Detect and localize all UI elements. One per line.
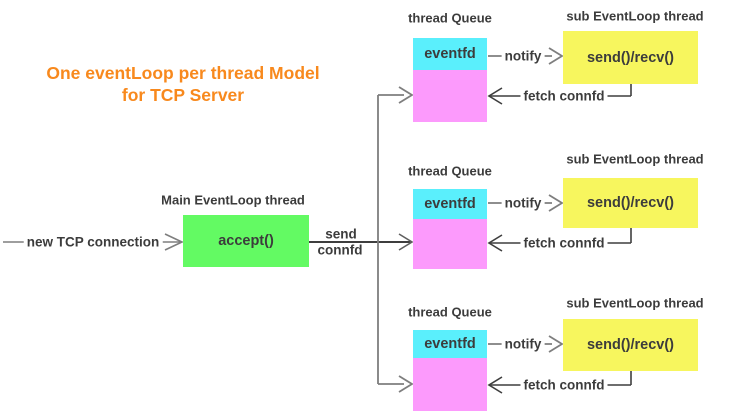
notify-label-2: notify [501,195,545,211]
thread-queue-title-2: thread Queue [408,163,492,179]
send-connfd-arrowhead [398,233,414,251]
thread-queue-title-1: thread Queue [408,10,492,26]
queue-body-1 [413,70,487,122]
send-label: send [325,226,357,242]
eventfd-header-1: eventfd [413,38,487,70]
diagram-title: One eventLoop per thread Model for TCP S… [18,62,348,106]
connfd-label: connfd [317,242,363,258]
fetch-connfd-label-2: fetch connfd [520,235,608,251]
notify-label-1: notify [501,48,545,64]
queue-body-3 [413,358,487,411]
notify-label-3: notify [501,336,545,352]
thread-queue-title-3: thread Queue [408,304,492,320]
new-tcp-connection-label: new TCP connection [23,234,163,250]
sub-eventloop-title-3: sub EventLoop thread [566,295,704,311]
main-eventloop-thread-label: Main EventLoop thread [161,192,305,208]
send-recv-box-1: send()/recv() [563,31,698,84]
sub-eventloop-title-2: sub EventLoop thread [566,151,704,167]
fetch-connfd-label-1: fetch connfd [520,88,608,104]
eventfd-header-2: eventfd [413,189,487,219]
diagram-title-line1: One eventLoop per thread Model [46,63,320,83]
send-recv-box-2: send()/recv() [563,178,698,228]
diagram-title-line2: for TCP Server [121,85,245,105]
eventfd-header-3: eventfd [413,330,487,358]
send-recv-box-3: send()/recv() [563,319,698,371]
accept-box: accept() [183,215,309,267]
queue-body-2 [413,219,487,269]
branch-connector [377,86,414,393]
fetch-connfd-label-3: fetch connfd [520,377,608,393]
sub-eventloop-title-1: sub EventLoop thread [566,8,704,24]
